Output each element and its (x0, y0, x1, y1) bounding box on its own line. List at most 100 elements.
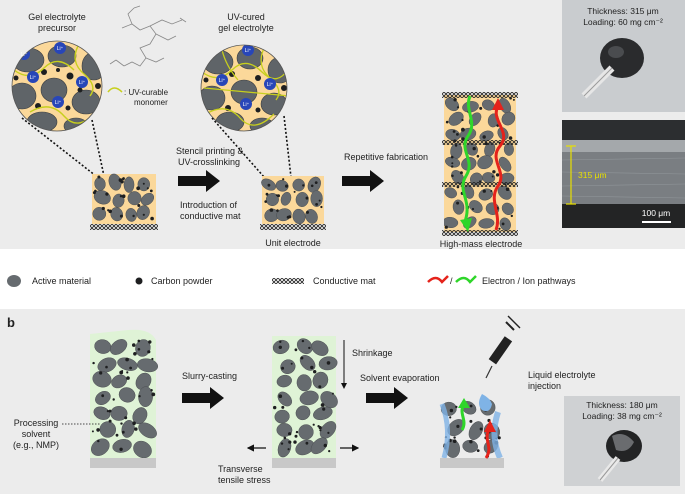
carbon-particle (302, 184, 305, 187)
active-material-particle (112, 439, 132, 453)
arrow-stencil-printing (178, 170, 220, 192)
active-material-particle (311, 340, 329, 356)
active-material-particle (138, 422, 157, 439)
carbon-particle (456, 133, 459, 136)
active-material-particle (444, 216, 459, 229)
solvent-label-2: solvent (22, 429, 51, 439)
carbon-particle (142, 182, 145, 185)
active-material-particle (478, 188, 493, 201)
carbon-particle (91, 430, 94, 433)
conductive-mat (260, 224, 326, 230)
carbon-particle (308, 346, 311, 350)
carbon-particle (112, 398, 115, 401)
carbon-particle (119, 447, 123, 451)
carbon-particle (496, 124, 500, 127)
conductive-mat (442, 140, 518, 145)
carbon-particle (452, 130, 456, 133)
legend-active-material: Active material (32, 276, 91, 286)
carbon-particle (306, 210, 309, 214)
carbon-particle (101, 394, 105, 398)
carbon-particle (490, 190, 493, 192)
carbon-particle (508, 136, 513, 140)
carbon-particle (137, 204, 141, 207)
conductive-mat (90, 224, 158, 230)
carbon-particle (97, 439, 100, 443)
carbon-particle (133, 352, 137, 356)
carbon-particle (501, 222, 505, 226)
slurry-label: Slurry-casting (182, 371, 237, 381)
carbon-particle (267, 183, 271, 187)
active-material-particle (299, 390, 319, 406)
high-mass-label: High-mass electrode (440, 239, 523, 249)
legend-carbon-powder: Carbon powder (151, 276, 213, 286)
carbon-particle (317, 425, 320, 428)
carbon-particle (318, 385, 322, 389)
carbon-particle (300, 356, 304, 360)
carbon-particle (150, 216, 154, 221)
precursor-circle-outline (11, 40, 103, 132)
carbon-particle (459, 171, 463, 175)
electron-pathway-arrowhead (492, 98, 504, 110)
carbon-particle (285, 184, 289, 188)
ion-pathway-line (461, 95, 474, 225)
carbon-particle (108, 409, 112, 413)
carbon-particle (96, 428, 100, 432)
carbon-particle (320, 205, 323, 209)
carbon-particle (294, 434, 298, 438)
carbon-particle (290, 362, 293, 365)
carbon-particle (293, 440, 297, 444)
stencil-label-1: Stencil printing & (176, 146, 244, 156)
carbon-particle (278, 345, 282, 349)
monomer-structure-icon (109, 5, 187, 67)
active-material-particle (307, 176, 321, 193)
carbon-particle (512, 98, 515, 101)
carbon-particle (142, 213, 145, 216)
carbon-particle (455, 405, 458, 409)
conductive-mat-legend-icon (272, 278, 304, 284)
zoom-lines-right (211, 115, 293, 187)
transverse-label-1: Transverse (218, 464, 263, 474)
carbon-particle (482, 135, 486, 139)
carbon-particle (301, 339, 305, 343)
electron-pathway-line (492, 105, 506, 231)
li-ion-label: Li⁺ (79, 80, 86, 86)
carbon-particle (288, 432, 292, 436)
carbon-particle (280, 442, 284, 445)
carbon-particle (137, 339, 141, 343)
droplet-icon (479, 394, 492, 412)
carbon-particle (119, 214, 123, 218)
arrow-repetitive-fabrication (342, 170, 384, 192)
introduction-label-1: Introduction of (180, 200, 238, 210)
carbon-particle (287, 448, 290, 451)
stencil-label-2: UV-crosslinking (178, 157, 240, 167)
carbon-particle (121, 430, 125, 434)
active-material-particle (468, 421, 484, 440)
carbon-particle (491, 175, 494, 178)
carbon-particle (121, 194, 126, 198)
photo-top-thickness: Thickness: 315 μm (587, 6, 659, 16)
active-material-particle (501, 111, 516, 126)
carbon-particle (122, 177, 125, 181)
carbon-particle (472, 146, 476, 151)
active-material-particle (135, 372, 152, 391)
solvent-label-3: (e.g., NMP) (13, 440, 59, 450)
active-material-particle (292, 208, 306, 225)
arrow-solvent-evaporation (366, 387, 408, 409)
carbon-particle (264, 200, 268, 203)
cast-particles (272, 338, 338, 458)
active-material-particle (121, 420, 135, 438)
carbon-particle (451, 165, 454, 168)
carbon-particle (449, 416, 452, 419)
carbon-particle (97, 175, 101, 179)
legend-slash: / (450, 276, 453, 286)
carbon-particle (92, 191, 96, 195)
uv-cured-label-1: UV-cured (227, 12, 265, 22)
active-material-particle (117, 357, 138, 371)
photo-bottom-thickness: Thickness: 180 μm (586, 400, 658, 410)
carbon-particle (120, 180, 124, 184)
li-ion-label: Li⁺ (55, 100, 62, 106)
active-material-particle (319, 421, 337, 439)
active-material-particle (448, 111, 464, 126)
transverse-label-2: tensile stress (218, 475, 271, 485)
